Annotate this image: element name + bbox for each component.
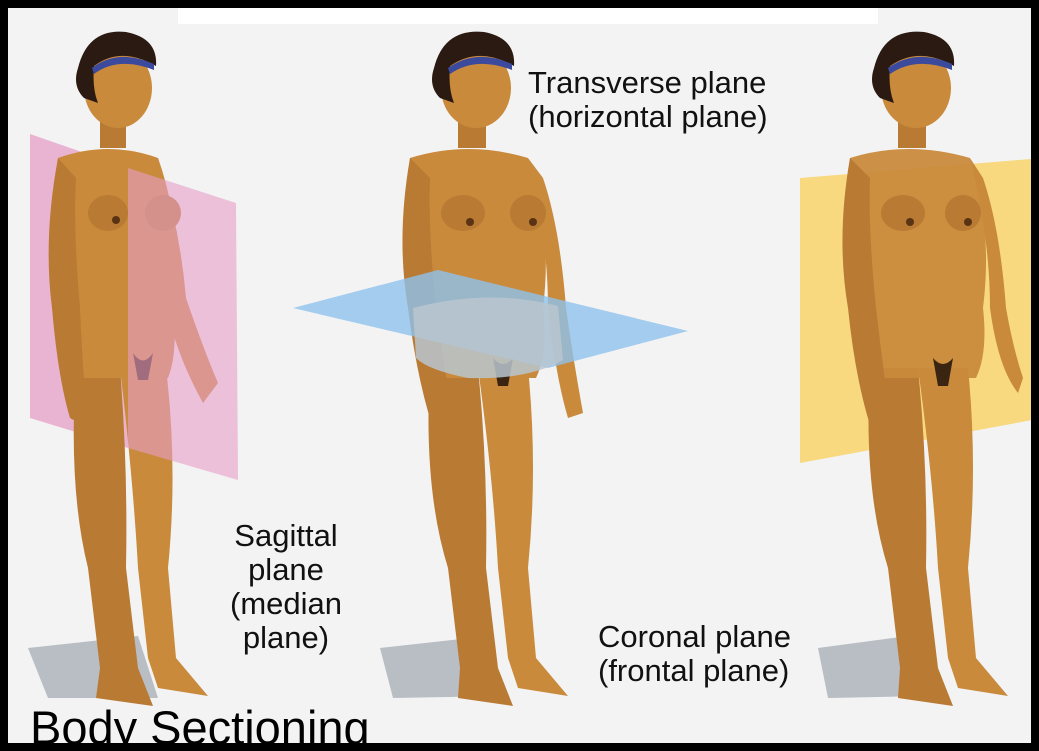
body-planes-illustration [8, 8, 1039, 751]
transverse-plane-body-overlap [413, 297, 563, 378]
coronal-plane-label: Coronal plane (frontal plane) [598, 620, 791, 688]
page-title: Body Sectioning [30, 702, 370, 751]
transverse-plane-label: Transverse plane (horizontal plane) [528, 66, 768, 134]
sagittal-plane-front [128, 168, 238, 480]
sagittal-plane-label: Sagittal plane (median plane) [216, 519, 356, 655]
